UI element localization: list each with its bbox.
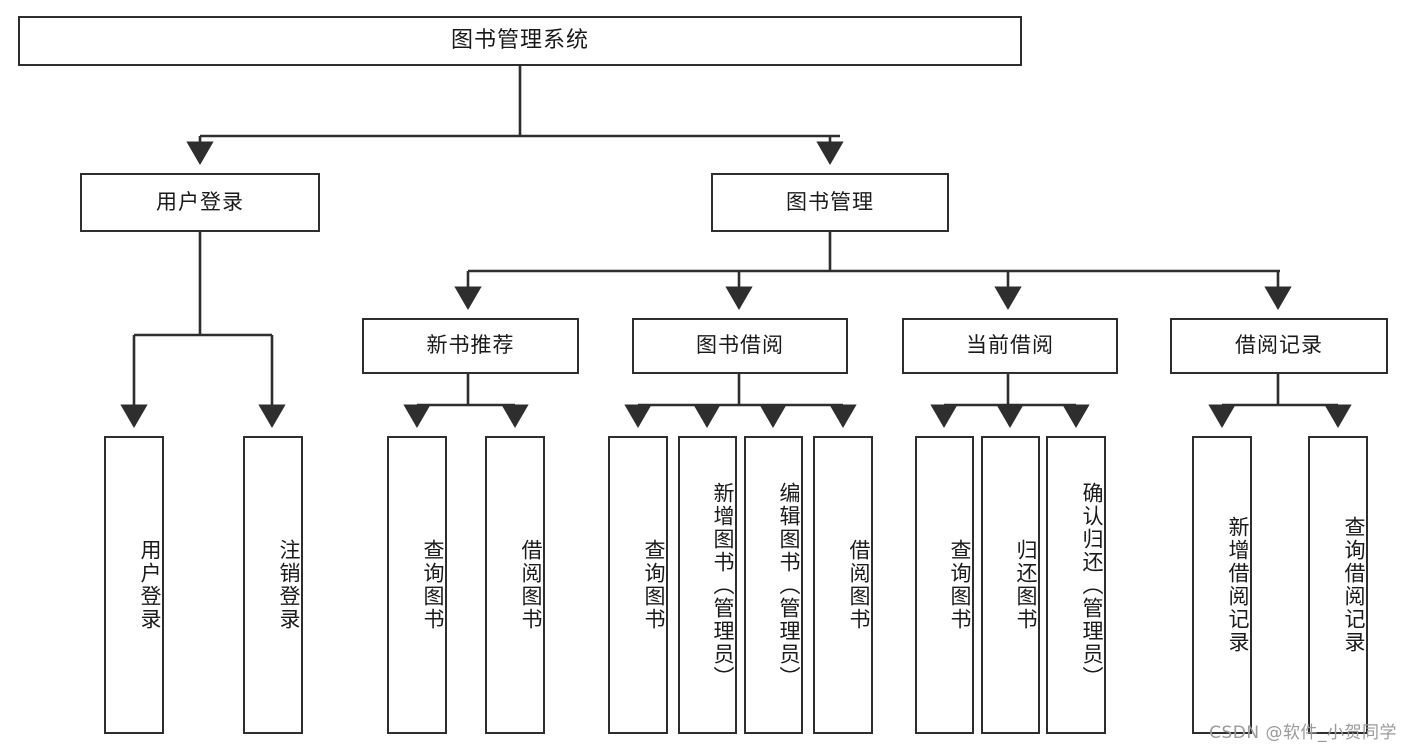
node-label: 新增借阅记录 bbox=[1226, 516, 1250, 654]
node-label: 确认归还（管理员） bbox=[1080, 481, 1104, 689]
node-user-login[interactable]: 用户登录 bbox=[80, 173, 320, 232]
node-label: 借阅图书 bbox=[847, 539, 871, 631]
node-label: 用户登录 bbox=[156, 189, 244, 214]
node-book-borrow[interactable]: 图书借阅 bbox=[632, 318, 848, 374]
node-label: 编辑图书（管理员） bbox=[777, 481, 801, 689]
node-label: 当前借阅 bbox=[966, 333, 1054, 358]
node-label: 新增图书（管理员） bbox=[711, 481, 735, 689]
node-leaf-query-book-3[interactable]: 查询图书 bbox=[915, 436, 974, 734]
node-label: 注销登录 bbox=[277, 539, 301, 631]
node-leaf-borrow-book-2[interactable]: 借阅图书 bbox=[813, 436, 873, 734]
node-label: 图书借阅 bbox=[696, 333, 784, 358]
node-leaf-query-book-2[interactable]: 查询图书 bbox=[608, 436, 668, 734]
node-label: 归还图书 bbox=[1014, 539, 1038, 631]
node-leaf-user-login[interactable]: 用户登录 bbox=[104, 436, 164, 734]
node-label: 新书推荐 bbox=[426, 333, 515, 358]
node-leaf-edit-book[interactable]: 编辑图书（管理员） bbox=[744, 436, 803, 734]
node-label: 查询借阅记录 bbox=[1342, 516, 1366, 654]
node-label: 查询图书 bbox=[421, 539, 445, 631]
node-book-management[interactable]: 图书管理 bbox=[711, 173, 949, 232]
node-label: 图书管理 bbox=[786, 189, 874, 214]
node-label: 查询图书 bbox=[642, 539, 666, 631]
node-label: 查询图书 bbox=[948, 539, 972, 631]
node-leaf-return-book[interactable]: 归还图书 bbox=[981, 436, 1040, 734]
node-new-book-recommend[interactable]: 新书推荐 bbox=[362, 318, 579, 374]
node-leaf-borrow-book-1[interactable]: 借阅图书 bbox=[485, 436, 545, 734]
node-leaf-query-record[interactable]: 查询借阅记录 bbox=[1308, 436, 1368, 734]
node-borrow-record[interactable]: 借阅记录 bbox=[1170, 318, 1388, 374]
node-label: 借阅图书 bbox=[519, 539, 543, 631]
node-label: 借阅记录 bbox=[1235, 333, 1323, 358]
node-leaf-logout-login[interactable]: 注销登录 bbox=[243, 436, 303, 734]
node-leaf-add-record[interactable]: 新增借阅记录 bbox=[1192, 436, 1252, 734]
csdn-watermark: CSDN @软件_小贺同学 bbox=[1209, 723, 1397, 743]
node-current-borrow[interactable]: 当前借阅 bbox=[902, 318, 1118, 374]
node-label: 用户登录 bbox=[138, 539, 162, 631]
node-root-book-management-system[interactable]: 图书管理系统 bbox=[18, 16, 1022, 66]
node-leaf-query-book-1[interactable]: 查询图书 bbox=[387, 436, 447, 734]
node-label: 图书管理系统 bbox=[450, 27, 589, 53]
node-leaf-add-book[interactable]: 新增图书（管理员） bbox=[678, 436, 737, 734]
node-leaf-confirm-return[interactable]: 确认归还（管理员） bbox=[1046, 436, 1106, 734]
